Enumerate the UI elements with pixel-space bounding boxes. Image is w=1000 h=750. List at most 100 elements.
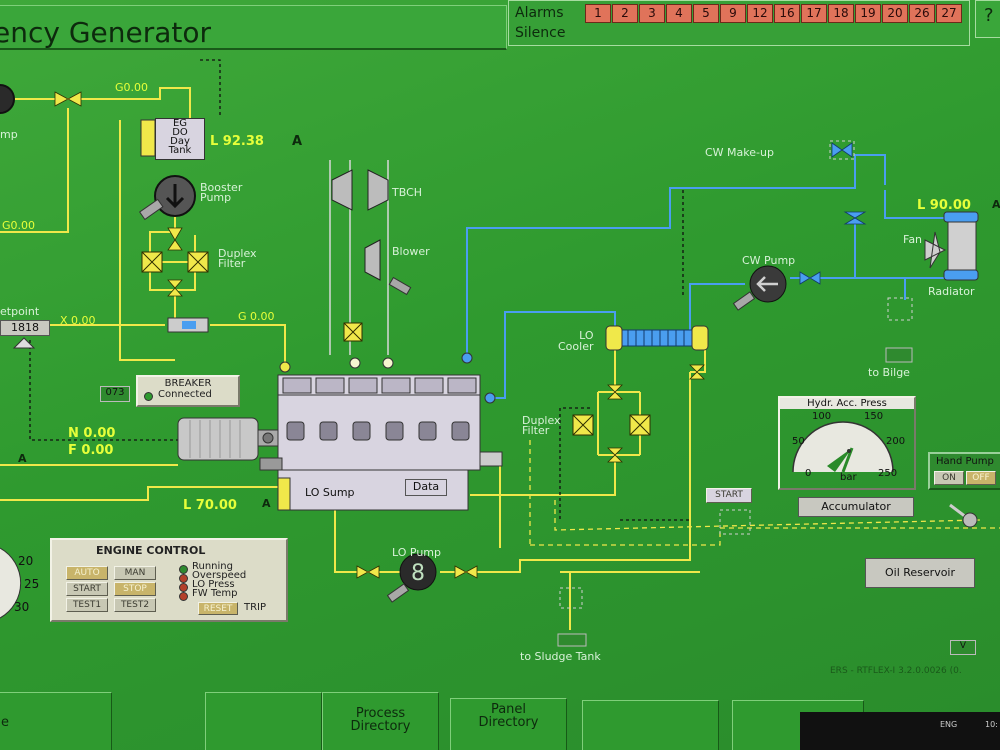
hand-pump-label: Hand Pump: [936, 456, 994, 467]
booster-pump-line-0: Booster: [200, 181, 243, 194]
process-directory-button[interactable]: Process Directory: [322, 692, 439, 750]
oil-reservoir: Oil Reservoir: [865, 558, 975, 588]
tank-label-line-3: Tank: [168, 145, 192, 156]
to-bilge-label: to Bilge: [868, 366, 910, 379]
panel-directory-button[interactable]: Panel Directory: [450, 698, 567, 750]
rack-g-value: G 0.00: [238, 310, 275, 323]
accumulator: Accumulator: [798, 497, 914, 517]
cw-pump-label: CW Pump: [742, 254, 796, 267]
setpoint-label: etpoint: [0, 305, 40, 318]
left-gauge-tick-25: 25: [24, 577, 40, 591]
panel-directory-line-0: Panel: [490, 702, 527, 717]
alarm-number-11[interactable]: 20: [882, 4, 908, 23]
hydr-tick-250: 250: [878, 468, 898, 479]
left-gauge-tick-30: 30: [14, 600, 30, 614]
alarm-number-6[interactable]: 12: [747, 4, 773, 23]
tank-label-line-1: DO: [172, 127, 188, 138]
alarm-number-4[interactable]: 5: [693, 4, 719, 23]
tank-label-line-2: Day: [170, 136, 190, 147]
fuel-flow-left: G0.00: [2, 219, 36, 232]
setpoint-input[interactable]: 1818: [0, 320, 50, 336]
alarm-number-7[interactable]: 16: [774, 4, 800, 23]
alarm-panel: Alarms Silence 1 2 3 4 5 9 12 16 17 18 1…: [508, 0, 970, 46]
panel-directory-label: Panel Directory: [451, 703, 566, 729]
generator-speed: N 0.00: [68, 426, 116, 441]
blower-label: Blower: [392, 245, 430, 258]
hydr-tick-0: 0: [805, 468, 812, 479]
fan-label: Fan: [903, 233, 923, 246]
alarm-number-13[interactable]: 27: [936, 4, 962, 23]
lo-filter-line-0: Duplex: [522, 414, 561, 427]
breaker-status-lamp: [144, 392, 153, 401]
cw-expansion-level: L 90.00: [917, 198, 971, 213]
fuel-pump-label: mp: [0, 128, 18, 141]
engine-control-title: ENGINE CONTROL: [96, 544, 206, 557]
eg-do-day-tank[interactable]: EG DO Day Tank: [155, 118, 205, 160]
breaker-status: Connected: [158, 389, 212, 400]
alarm-number-5[interactable]: 9: [720, 4, 746, 23]
lo-cooler-line-1: Cooler: [558, 340, 594, 353]
nav-button-5[interactable]: [582, 700, 719, 750]
indicator-list: Running Overspeed LO Press FW Temp: [192, 562, 247, 599]
indicator-fw-temp: FW Temp: [192, 588, 238, 599]
lo-cooler-line-0: LO: [579, 329, 594, 342]
alarm-number-9[interactable]: 18: [828, 4, 854, 23]
left-gauge-tick-20: 20: [18, 554, 34, 568]
test1-button[interactable]: TEST1: [66, 598, 108, 612]
tank-label-line-0: EG: [172, 118, 188, 129]
auto-button[interactable]: AUTO: [66, 566, 108, 580]
hydr-start-button[interactable]: START: [706, 488, 752, 503]
generator-mode: A: [18, 452, 27, 465]
nav-left-label: e: [1, 715, 9, 730]
alarm-number-1[interactable]: 2: [612, 4, 638, 23]
indicator-lo-press: LO Press: [192, 579, 235, 590]
lo-sump-label: LO Sump: [305, 486, 355, 499]
alarm-number-8[interactable]: 17: [801, 4, 827, 23]
test2-button[interactable]: TEST2: [114, 598, 156, 612]
help-button[interactable]: ?: [975, 0, 1000, 38]
taskbar: ENG 10:: [800, 712, 1000, 750]
lo-press-lamp: [179, 583, 188, 592]
booster-pump-line-1: Pump: [200, 191, 232, 204]
page-title: ency Generator: [0, 16, 212, 49]
day-tank-mode: A: [292, 134, 303, 149]
svg-text:8: 8: [411, 561, 425, 586]
help-icon: ?: [984, 5, 994, 26]
hydr-tick-50: 50: [792, 436, 805, 447]
nav-button-left[interactable]: e: [0, 692, 112, 750]
process-directory-label: Process Directory: [323, 707, 438, 733]
rack-x-value: X 0.00: [60, 314, 96, 327]
hydr-acc-press-gauge: Hydr. Acc. Press 0 50 100 150 200 250 ba…: [778, 396, 916, 490]
day-tank-level: L 92.38: [210, 134, 264, 149]
silence-button[interactable]: Silence: [515, 25, 566, 41]
tbch-label: TBCH: [392, 186, 423, 199]
window-title-bar: ency Generator: [0, 5, 507, 50]
lo-sump-level: L 70.00: [183, 498, 237, 513]
v-button[interactable]: V: [950, 640, 976, 655]
indicator-overspeed: Overspeed: [192, 570, 247, 581]
engine-control-panel: ENGINE CONTROL AUTO MAN START STOP TEST1…: [50, 538, 288, 622]
lo-duplex-filter-label: Duplex Filter: [522, 414, 561, 436]
lo-sump-mode: A: [262, 497, 271, 510]
hydr-tick-150: 150: [864, 411, 884, 422]
reset-button[interactable]: RESET: [198, 602, 238, 615]
man-button[interactable]: MAN: [114, 566, 156, 580]
alarm-number-0[interactable]: 1: [585, 4, 611, 23]
alarm-number-3[interactable]: 4: [666, 4, 692, 23]
taskbar-lang: ENG: [940, 720, 958, 729]
taskbar-time: 10:: [985, 720, 998, 729]
hand-pump-on-button[interactable]: ON: [934, 471, 964, 485]
stop-button[interactable]: STOP: [114, 582, 156, 596]
breaker-panel[interactable]: BREAKER Connected: [136, 375, 240, 407]
alarm-number-12[interactable]: 26: [909, 4, 935, 23]
alarm-number-2[interactable]: 3: [639, 4, 665, 23]
lo-data-button[interactable]: Data: [405, 479, 447, 496]
hand-pump-off-button[interactable]: OFF: [966, 471, 996, 485]
alarm-number-10[interactable]: 19: [855, 4, 881, 23]
breaker-label: BREAKER: [164, 378, 212, 389]
alarms-label: Alarms: [515, 5, 564, 21]
nav-button-2[interactable]: [205, 692, 322, 750]
radiator-label: Radiator: [928, 285, 975, 298]
start-button[interactable]: START: [66, 582, 108, 596]
